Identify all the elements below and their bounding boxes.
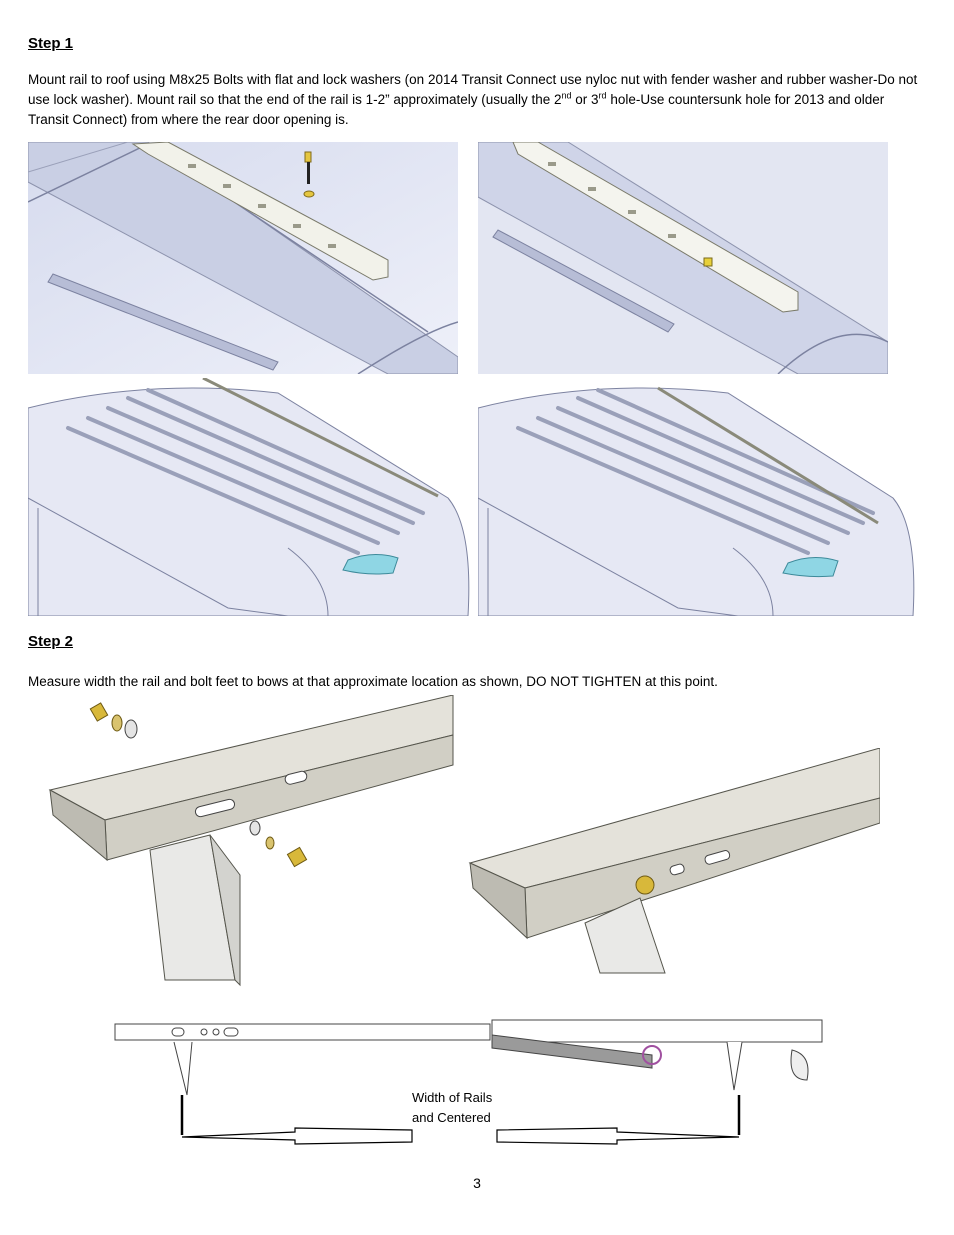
page-number: 3: [473, 1175, 481, 1191]
step1-title: Step 1: [28, 35, 74, 52]
van-roof-rail-before-image: [28, 378, 473, 616]
rail-width-diagram: Width of Rails and Centered: [112, 1010, 832, 1150]
rail-foot-exploded-image: [45, 695, 455, 1000]
roof-rail-closeup-before-image: [28, 142, 458, 374]
van-roof-rail-installed-image: [478, 378, 918, 616]
step2-title: Step 2: [28, 633, 74, 650]
rail-foot-assembled-image: [465, 748, 880, 983]
roof-rail-closeup-installed-image: [478, 142, 888, 374]
width-label-line2: and Centered: [412, 1110, 491, 1125]
step2-instructions: Measure width the rail and bolt feet to …: [28, 674, 718, 689]
width-label-line1: Width of Rails: [412, 1090, 493, 1105]
step1-instructions: Mount rail to roof using M8x25 Bolts wit…: [28, 72, 918, 127]
